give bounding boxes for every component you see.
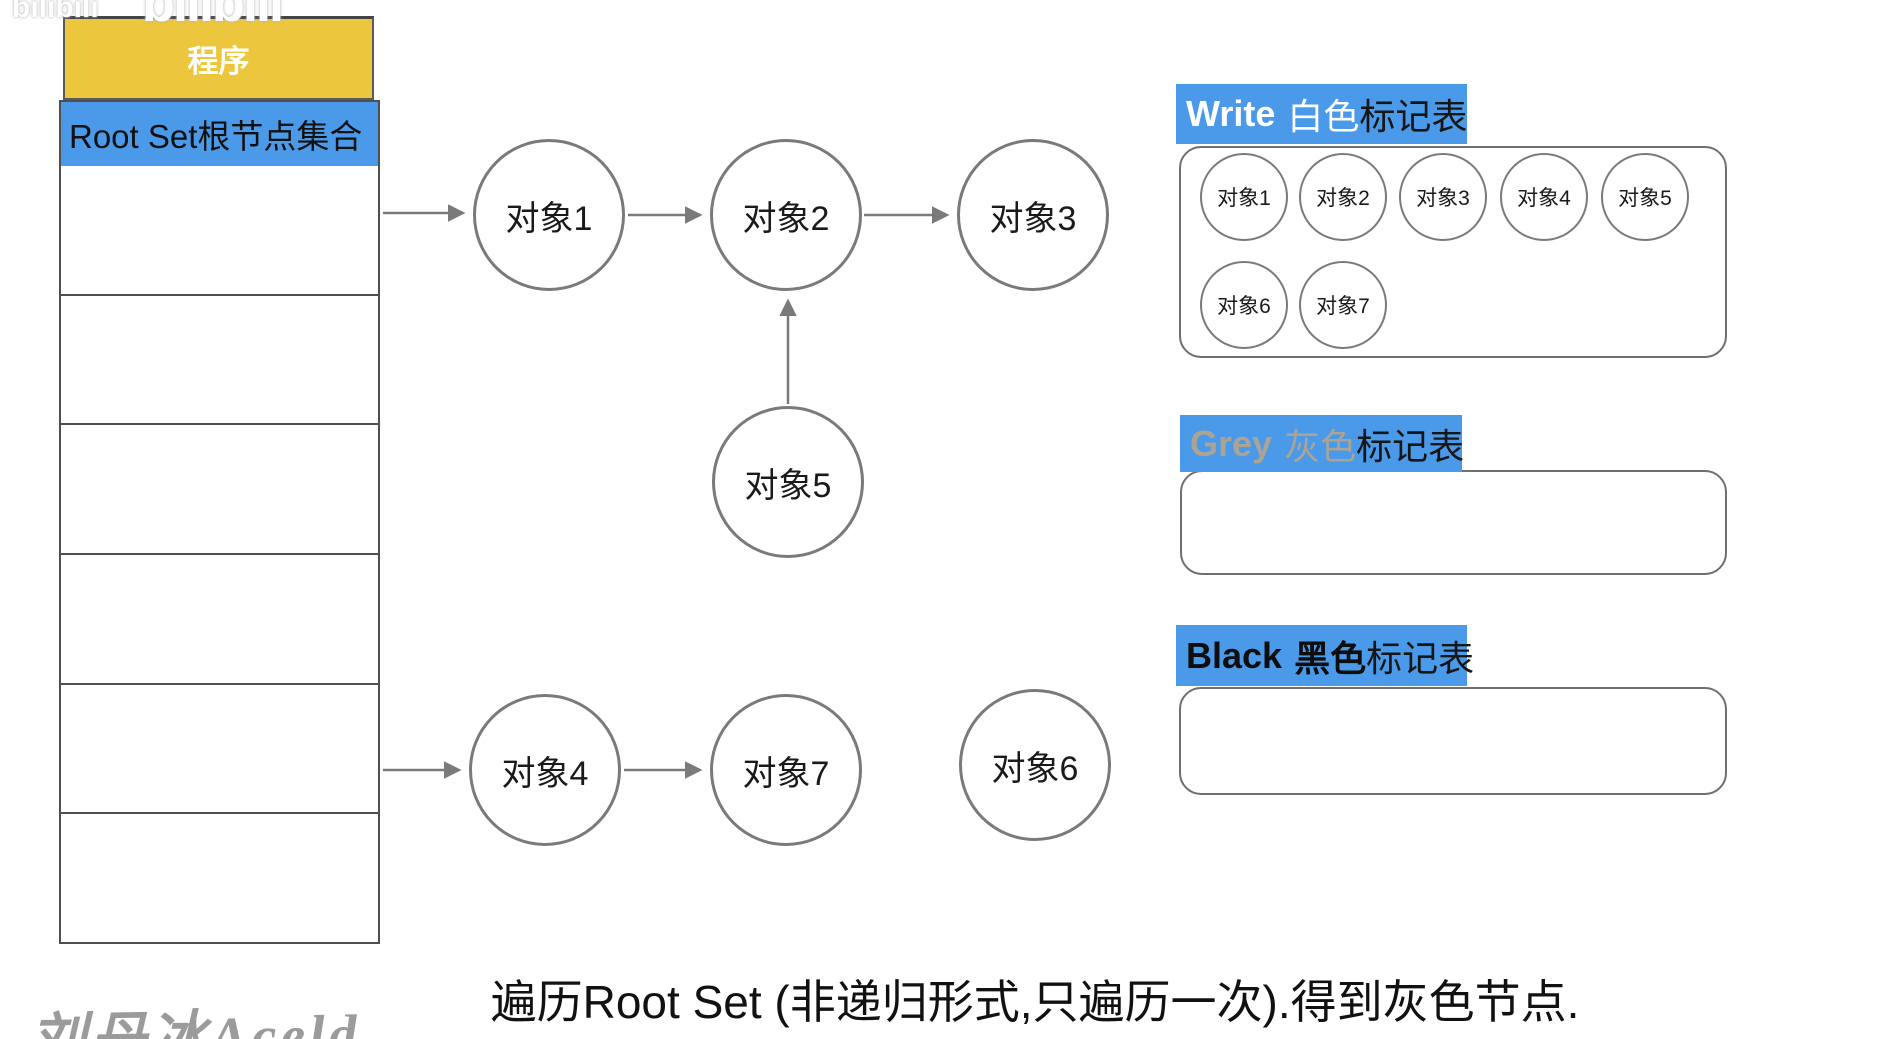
white-table-item-obj2: 对象2 bbox=[1299, 153, 1387, 241]
white-table-item-obj5: 对象5 bbox=[1601, 153, 1689, 241]
graph-node-obj4: 对象4 bbox=[469, 694, 621, 846]
stack-empty-row bbox=[61, 166, 378, 294]
stack-empty-row bbox=[61, 553, 378, 683]
black-table-label-cn: 黑色 bbox=[1294, 637, 1367, 679]
stack-empty-row bbox=[61, 423, 378, 554]
white-table-item-obj1: 对象1 bbox=[1200, 153, 1288, 241]
program-header-label: 程序 bbox=[187, 44, 250, 79]
white-table-label-cn: 白色 bbox=[1287, 96, 1360, 137]
graph-node-obj1: 对象1 bbox=[473, 139, 625, 291]
grey-table-label-suffix: 标记表 bbox=[1356, 425, 1465, 467]
graph-node-obj6: 对象6 bbox=[959, 689, 1111, 841]
stack-empty-row bbox=[61, 682, 378, 813]
stack-empty-row bbox=[61, 293, 378, 424]
grey-table-label: Grey 灰色 标记表 bbox=[1180, 415, 1465, 472]
graph-node-obj5: 对象5 bbox=[712, 406, 864, 558]
white-table-label: Write 白色 标记表 bbox=[1176, 84, 1467, 144]
program-stack-table: Root Set根节点集合 bbox=[59, 100, 380, 944]
white-table-item-obj4: 对象4 bbox=[1500, 153, 1588, 241]
white-table-item-obj6: 对象6 bbox=[1200, 261, 1288, 349]
program-header: 程序 bbox=[63, 16, 374, 100]
grey-table-label-cn: 灰色 bbox=[1284, 425, 1357, 467]
black-table-box bbox=[1179, 687, 1727, 795]
root-set-row: Root Set根节点集合 bbox=[61, 102, 378, 166]
graph-node-obj2: 对象2 bbox=[710, 139, 862, 291]
grey-table-box bbox=[1180, 470, 1727, 575]
graph-node-obj3: 对象3 bbox=[957, 139, 1109, 291]
caption-text: 遍历Root Set (非递归形式,只遍历一次).得到灰色节点. bbox=[490, 976, 1580, 1028]
root-set-label: Root Set根节点集合 bbox=[69, 118, 363, 155]
graph-node-obj7: 对象7 bbox=[710, 694, 862, 846]
white-table-label-en: Write bbox=[1186, 93, 1276, 134]
black-table-label-suffix: 标记表 bbox=[1366, 637, 1475, 679]
black-table-label: Black 黑色 标记表 bbox=[1176, 625, 1474, 686]
white-table-item-obj3: 对象3 bbox=[1399, 153, 1487, 241]
grey-table-label-en: Grey bbox=[1190, 422, 1273, 464]
stack-empty-row bbox=[61, 812, 378, 943]
black-table-label-en: Black bbox=[1186, 634, 1283, 676]
white-table-item-obj7: 对象7 bbox=[1299, 261, 1387, 349]
white-table-label-suffix: 标记表 bbox=[1359, 96, 1468, 137]
